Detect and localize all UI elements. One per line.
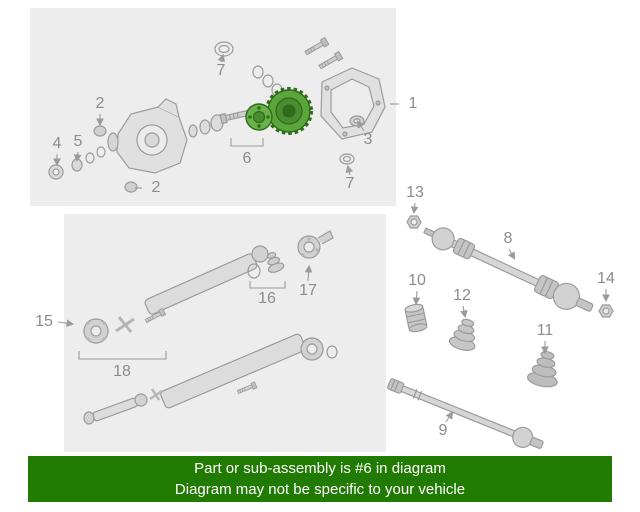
leader-lines	[53, 53, 610, 423]
axle-nut-14	[598, 304, 614, 318]
footer-banner: Part or sub-assembly is #6 in diagram Di…	[28, 456, 612, 502]
callout-1: 1	[408, 95, 418, 112]
callout-10: 10	[408, 272, 426, 289]
cv-boot-11	[526, 350, 558, 388]
differential-carrier	[107, 98, 188, 174]
callout-4: 4	[52, 135, 62, 152]
bushing-10	[404, 303, 428, 333]
callout-8: 8	[503, 230, 513, 247]
banner-line-1: Part or sub-assembly is #6 in diagram	[194, 460, 446, 477]
pinion-flange-bolt	[219, 108, 253, 125]
callout-3: 3	[363, 131, 373, 148]
rear-axle-shaft-8	[423, 227, 594, 312]
callout-18: 18	[113, 363, 131, 380]
pinion-caps	[93, 125, 138, 193]
slip-yoke-parts-16	[247, 251, 285, 279]
highlighted-part-6	[245, 87, 313, 135]
callout-2-bottom: 2	[151, 179, 161, 196]
callout-13: 13	[406, 184, 424, 201]
intermediate-shaft-9	[387, 378, 544, 449]
callout-11: 11	[536, 322, 554, 339]
flange-17	[297, 230, 334, 259]
callout-15: 15	[35, 313, 53, 330]
differential-cover	[320, 67, 386, 140]
front-yoke-parts	[83, 381, 258, 425]
side-washers	[48, 114, 224, 180]
driveshaft-box	[64, 214, 386, 452]
cv-boot-12	[448, 318, 476, 351]
center-joint-parts-18	[83, 307, 167, 344]
callout-9: 9	[438, 422, 448, 439]
callout-17: 17	[299, 282, 317, 299]
callout-7-top: 7	[216, 62, 226, 79]
callout-7-bottom: 7	[345, 175, 355, 192]
side-bearing-3	[349, 115, 365, 127]
callout-6: 6	[242, 150, 252, 167]
driveshaft-rear-tube	[160, 333, 338, 409]
driveshaft-front-tube	[144, 245, 269, 315]
callout-14: 14	[597, 270, 615, 287]
callout-16: 16	[258, 290, 276, 307]
banner-line-2: Diagram may not be specific to your vehi…	[174, 481, 466, 498]
callout-12: 12	[453, 287, 471, 304]
callout-2-top: 2	[95, 95, 105, 112]
axle-nut-13	[406, 215, 422, 229]
callout-5: 5	[73, 133, 83, 150]
